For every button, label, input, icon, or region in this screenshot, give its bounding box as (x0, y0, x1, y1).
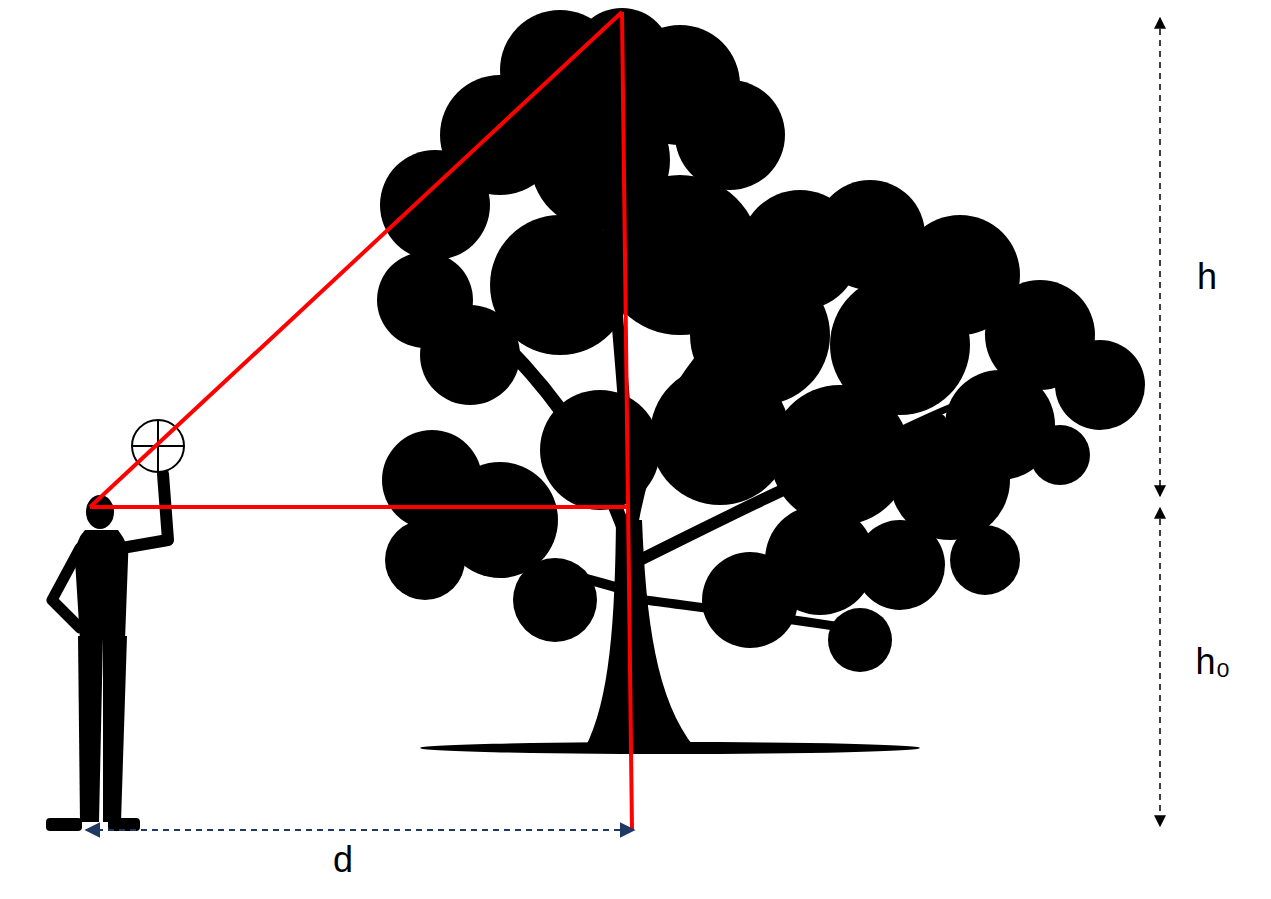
eye-height-label: h₀ (1196, 642, 1231, 682)
tree-silhouette (377, 8, 1145, 754)
dimension-lines (86, 18, 1160, 830)
sight-lines (90, 12, 632, 830)
distance-label: d (333, 840, 353, 880)
height-label: h (1197, 257, 1217, 297)
observer-silhouette (46, 474, 168, 831)
